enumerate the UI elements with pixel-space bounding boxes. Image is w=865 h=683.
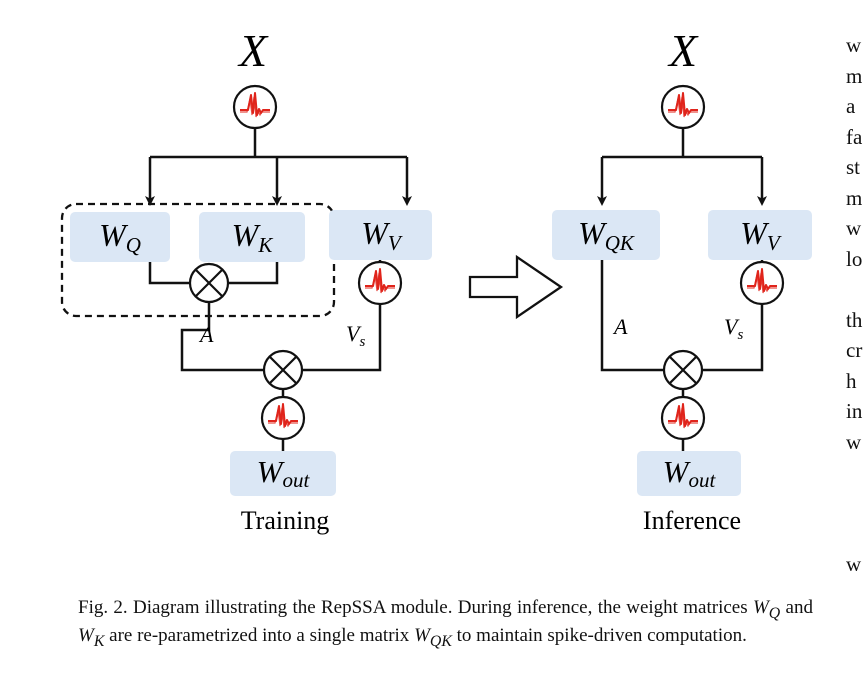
right-column-line: h (846, 368, 857, 393)
inference-wout-box: Wout (637, 451, 741, 496)
inference-diagram: X WQK WV A Vs (552, 25, 812, 535)
inference-a-label: A (612, 314, 628, 339)
training-reparam-dashed-box (60, 202, 336, 318)
inference-wqk-box: WQK (552, 210, 660, 260)
training-v-spike-neuron (357, 260, 403, 306)
right-column-line: th (846, 307, 863, 332)
svg-text:WV: WV (361, 215, 403, 255)
svg-text:WQ: WQ (99, 217, 141, 257)
training-wv-box: WV (329, 210, 432, 260)
training-wq-box: WQ (70, 212, 170, 262)
training-output-spike-neuron (260, 395, 306, 441)
right-column-line (846, 518, 862, 549)
inference-input-label: X (667, 25, 699, 76)
svg-text:WV: WV (740, 215, 782, 255)
right-column-line: a (846, 94, 856, 118)
training-a-label: A (198, 322, 214, 347)
right-column-line: fa (846, 124, 863, 149)
right-column-line: w (846, 429, 862, 454)
training-connectors (145, 128, 412, 451)
figure-caption: Fig. 2. Diagram illustrating the RepSSA … (78, 597, 813, 650)
right-column-line: lo (846, 246, 863, 271)
inference-caption: Inference (643, 506, 741, 535)
training-input-spike-neuron (232, 84, 278, 130)
inference-v-spike-neuron (739, 260, 785, 306)
svg-text:Wout: Wout (257, 454, 311, 492)
training-qk-multiply-node (188, 262, 230, 304)
right-column-line: w (846, 551, 862, 576)
right-column-line (846, 488, 862, 519)
right-column-line: w (846, 33, 862, 57)
inference-vs-label: Vs (724, 314, 743, 343)
right-column-line (846, 274, 862, 305)
training-av-multiply-node (262, 349, 304, 391)
training-wout-box: Wout (230, 451, 336, 496)
right-column-line: cr (846, 338, 863, 362)
svg-text:WQK: WQK (578, 215, 635, 255)
svg-text:WK: WK (232, 217, 274, 257)
right-column-line: w (846, 216, 862, 240)
inference-input-spike-neuron (660, 84, 706, 130)
right-column-line: in (846, 399, 863, 423)
inference-connectors (597, 128, 767, 451)
inference-output-spike-neuron (660, 395, 706, 441)
training-input-label: X (237, 25, 269, 76)
inference-av-multiply-node (662, 349, 704, 391)
training-caption: Training (241, 506, 330, 535)
training-diagram: X WQ WK (60, 25, 432, 535)
svg-text:Wout: Wout (663, 454, 717, 492)
inference-wv-box: WV (708, 210, 812, 260)
right-column-line: m (846, 185, 863, 210)
right-column-line: st (846, 155, 861, 179)
training-wk-box: WK (199, 212, 305, 262)
reparam-arrow-icon (468, 254, 564, 320)
training-vs-label: Vs (346, 321, 365, 350)
right-column-line: m (846, 63, 863, 88)
right-column-line (846, 457, 862, 488)
